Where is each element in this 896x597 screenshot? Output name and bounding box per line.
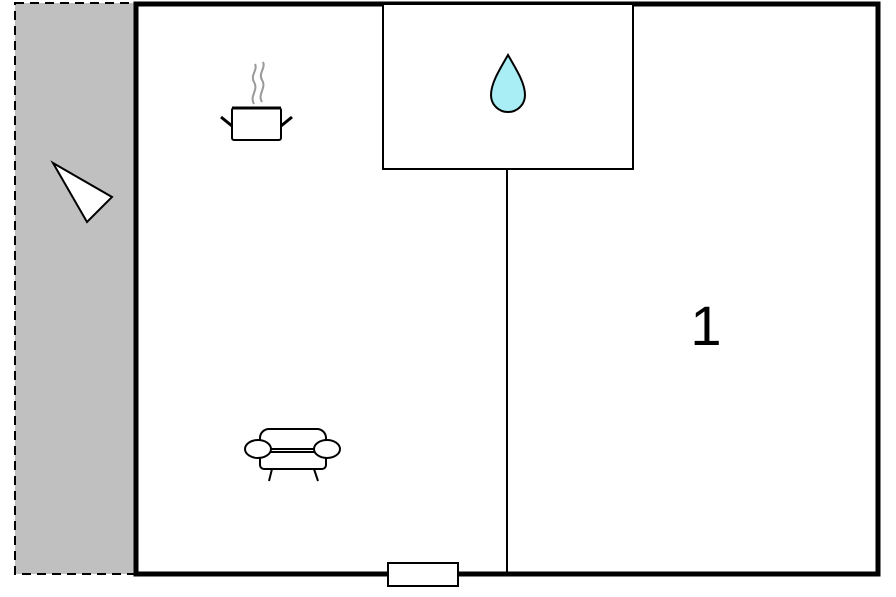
compass-arrow-icon <box>50 160 114 224</box>
water-drop-icon <box>489 53 527 114</box>
terrace-area <box>14 2 136 575</box>
door-icon <box>387 562 459 587</box>
room-label-1: 1 <box>690 294 721 357</box>
sofa-icon <box>244 428 341 482</box>
cooking-pot-icon <box>220 61 293 141</box>
